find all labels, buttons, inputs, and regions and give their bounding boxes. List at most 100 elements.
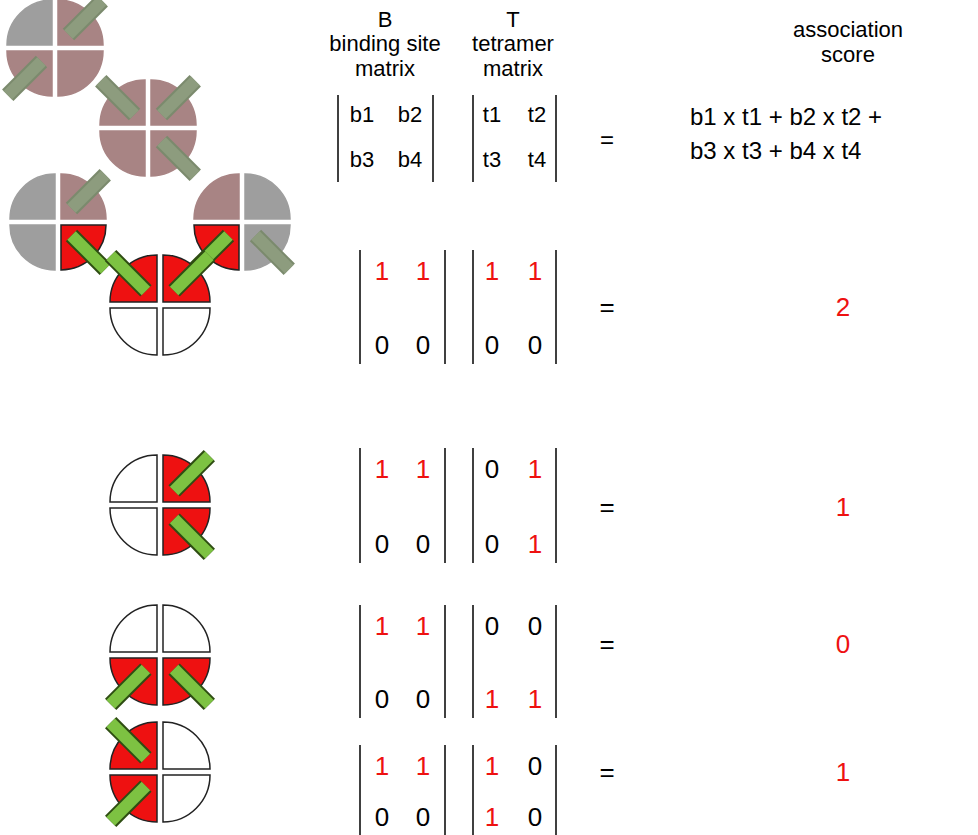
green-rod — [162, 142, 196, 176]
tetramer-subunit — [151, 80, 196, 125]
green-rod — [111, 786, 146, 821]
green-rod — [174, 256, 209, 291]
tetramer-subunit — [110, 605, 157, 652]
green-rod — [111, 723, 146, 758]
matrix-bracket — [432, 95, 434, 182]
rod-outline — [174, 256, 209, 291]
green-rod — [174, 456, 209, 491]
matrix-bracket — [555, 250, 557, 364]
tetramer-subunit — [100, 80, 145, 125]
matrix-entry: 1 — [485, 752, 499, 782]
matrix-entry: 0 — [485, 530, 499, 560]
matrix-symbol: t4 — [528, 147, 546, 172]
tetramer-subunit — [110, 455, 157, 502]
matrix-bracket — [555, 605, 557, 718]
matrix-entry: 0 — [416, 530, 430, 560]
matrix-bracket — [472, 745, 474, 835]
tetramer-subunit — [110, 775, 157, 822]
matrix-bracket — [359, 448, 361, 563]
matrix-entry: 0 — [528, 612, 542, 642]
matrix-bracket — [472, 605, 474, 718]
green-rod — [72, 175, 106, 209]
tetramer-subunit — [58, 51, 103, 96]
green-rod — [162, 81, 196, 115]
green-rod — [72, 236, 106, 270]
tetramer-subunit — [7, 51, 52, 96]
rod-outline — [8, 62, 42, 96]
equals-sign: = — [599, 758, 614, 788]
green-rod — [111, 669, 146, 704]
matrix-symbol: b4 — [398, 147, 422, 172]
tetramer-subunit — [163, 775, 210, 822]
matrix-entry: 0 — [528, 331, 542, 361]
equals-sign: = — [600, 126, 614, 154]
tetramer-subunit — [163, 308, 210, 355]
tetramer-subunit — [245, 225, 290, 270]
matrix-symbol: t3 — [483, 147, 501, 172]
association-score: 2 — [836, 293, 850, 323]
matrix-entry: 1 — [375, 455, 389, 485]
rod-outline — [101, 81, 135, 115]
tetramer-subunit — [110, 255, 157, 302]
rod-outline — [111, 786, 146, 821]
matrix-entry: 1 — [528, 455, 542, 485]
formula: b1 x t1 + b2 x t2 + b3 x t3 + b4 x t4 — [690, 100, 905, 168]
matrix-bracket — [444, 605, 446, 718]
matrix-entry: 1 — [416, 752, 430, 782]
matrix-entry: 0 — [528, 752, 542, 782]
rod-outline — [111, 256, 146, 291]
green-rod — [111, 256, 146, 291]
tetramer-subunit — [58, 0, 103, 45]
matrix-bracket — [359, 250, 361, 364]
matrix-letter: T — [506, 7, 519, 32]
matrix-entry: 1 — [375, 612, 389, 642]
tetramer-subunit — [245, 174, 290, 219]
rod-outline — [174, 519, 209, 554]
green-rod — [256, 236, 290, 270]
matrix-bracket — [337, 95, 339, 182]
tetramer-subunit — [10, 174, 55, 219]
association-score: 1 — [836, 758, 850, 788]
matrix-bracket — [359, 745, 361, 835]
matrix-entry: 0 — [375, 530, 389, 560]
matrix-bracket — [444, 448, 446, 563]
matrix-entry: 1 — [416, 455, 430, 485]
matrix-symbol: t2 — [528, 102, 546, 127]
matrix-symbol: b2 — [398, 102, 422, 127]
matrix-bracket — [472, 95, 474, 182]
matrix-entry: 1 — [375, 752, 389, 782]
green-rod — [69, 1, 103, 35]
tetramer-subunit — [10, 225, 55, 270]
matrix-symbol: t1 — [483, 102, 501, 127]
tetramer-subunit — [110, 722, 157, 769]
tetramer-subunit — [163, 722, 210, 769]
tetramer-subunit — [110, 658, 157, 705]
equals-sign: = — [599, 630, 614, 660]
tetramer-subunit — [194, 174, 239, 219]
matrix-entry: 1 — [528, 685, 542, 715]
rod-outline — [162, 81, 196, 115]
matrix-entry: 1 — [528, 257, 542, 287]
tetramer-subunit — [110, 508, 157, 555]
tetramer-subunit — [110, 308, 157, 355]
matrix-entry: 1 — [416, 612, 430, 642]
matrix-symbol: b1 — [350, 102, 374, 127]
matrix-symbol: b3 — [350, 147, 374, 172]
tetramer-subunit — [100, 131, 145, 176]
matrix-bracket — [555, 95, 557, 182]
matrix-bracket — [444, 250, 446, 364]
matrix-entry: 1 — [528, 530, 542, 560]
matrix-entry: 1 — [485, 685, 499, 715]
matrix-bracket — [359, 605, 361, 718]
matrix-letter: B — [378, 7, 393, 32]
tetramer-subunit — [163, 605, 210, 652]
matrix-entry: 0 — [485, 612, 499, 642]
matrix-bracket — [472, 448, 474, 563]
matrix-entry: 0 — [375, 685, 389, 715]
matrix-bracket — [444, 745, 446, 835]
matrix-entry: 1 — [485, 257, 499, 287]
matrix-bracket — [555, 745, 557, 835]
equals-sign: = — [599, 293, 614, 323]
tetramer-subunit — [163, 255, 210, 302]
tetramer-subunit — [61, 174, 106, 219]
